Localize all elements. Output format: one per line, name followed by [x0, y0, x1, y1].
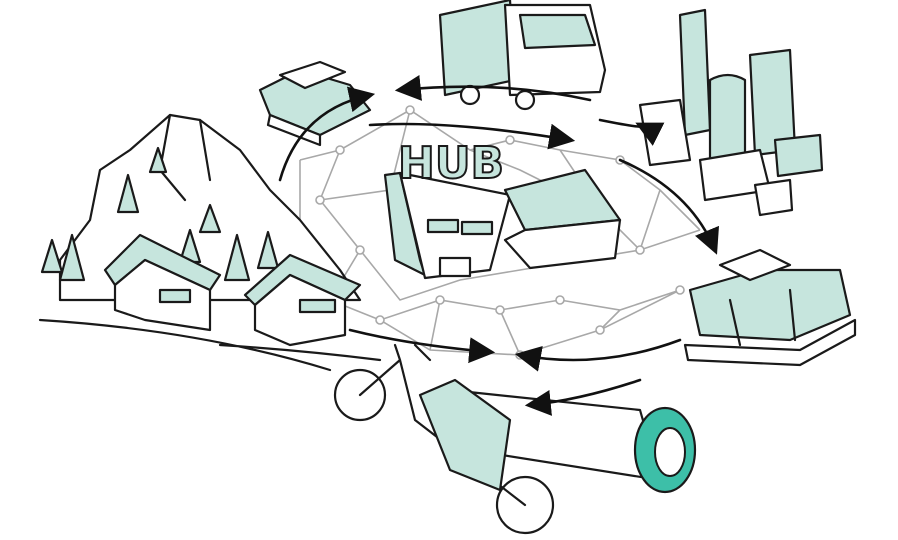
cargo-bike — [333, 343, 555, 535]
flow-arrows — [278, 74, 719, 416]
pine-trees — [40, 146, 280, 282]
hub-building: HUB — [383, 137, 622, 280]
truck — [438, 0, 607, 111]
hub-sign: HUB — [398, 138, 504, 189]
pallet-boxes — [683, 248, 857, 367]
houses — [38, 233, 382, 372]
parcel-stack-top — [258, 60, 372, 147]
city-skyline — [638, 8, 824, 217]
